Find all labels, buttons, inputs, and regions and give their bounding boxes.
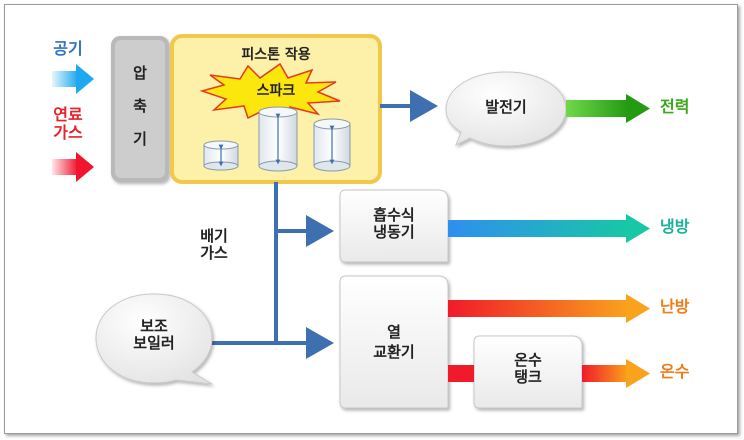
- absorption-chiller-label: 흡수식 냉동기: [373, 206, 415, 242]
- aux-boiler-label: 보조 보일러: [133, 317, 175, 353]
- hot-water-output-arrow: [582, 359, 650, 388]
- engine-title: 피스톤 작용: [241, 47, 311, 63]
- hot-water-to-tank-arrow: [448, 365, 474, 382]
- piston-cylinder-small: [203, 140, 239, 171]
- piston-cylinder-medium: [313, 118, 351, 172]
- exhaust-gas-label: 배기 가스: [200, 227, 228, 263]
- cooling-output-arrow: [448, 214, 650, 243]
- power-output-arrow: [566, 94, 650, 123]
- heating-output-label: 난방: [660, 297, 690, 316]
- power-output-label: 전력: [660, 97, 690, 116]
- spark-label: 스파크: [256, 83, 296, 99]
- hot-water-tank-box: [473, 335, 583, 409]
- heat-exchanger-box: [339, 275, 449, 409]
- exhaust-pipes: [212, 90, 438, 359]
- air-label: 공기: [53, 39, 83, 58]
- spark-burst: [199, 62, 341, 123]
- generator-label: 발전기: [485, 98, 527, 116]
- generator-bubble: [445, 71, 567, 147]
- air-input-arrow: [52, 64, 94, 94]
- fuel-input-arrow: [52, 152, 94, 182]
- heat-exchanger-label: 열 교환기: [373, 323, 415, 362]
- hot-water-tank-label: 온수 탱크: [514, 351, 542, 387]
- cooling-output-label: 냉방: [660, 217, 690, 236]
- aux-boiler-bubble: [95, 293, 213, 385]
- heating-output-arrow: [448, 294, 650, 323]
- hot-water-output-label: 온수: [660, 362, 690, 381]
- absorption-chiller-box: [339, 189, 449, 263]
- fuel-gas-label: 연료 가스: [53, 105, 83, 143]
- compressor-label: 압 축 기: [133, 64, 147, 148]
- piston-cylinder-tall: [258, 106, 298, 172]
